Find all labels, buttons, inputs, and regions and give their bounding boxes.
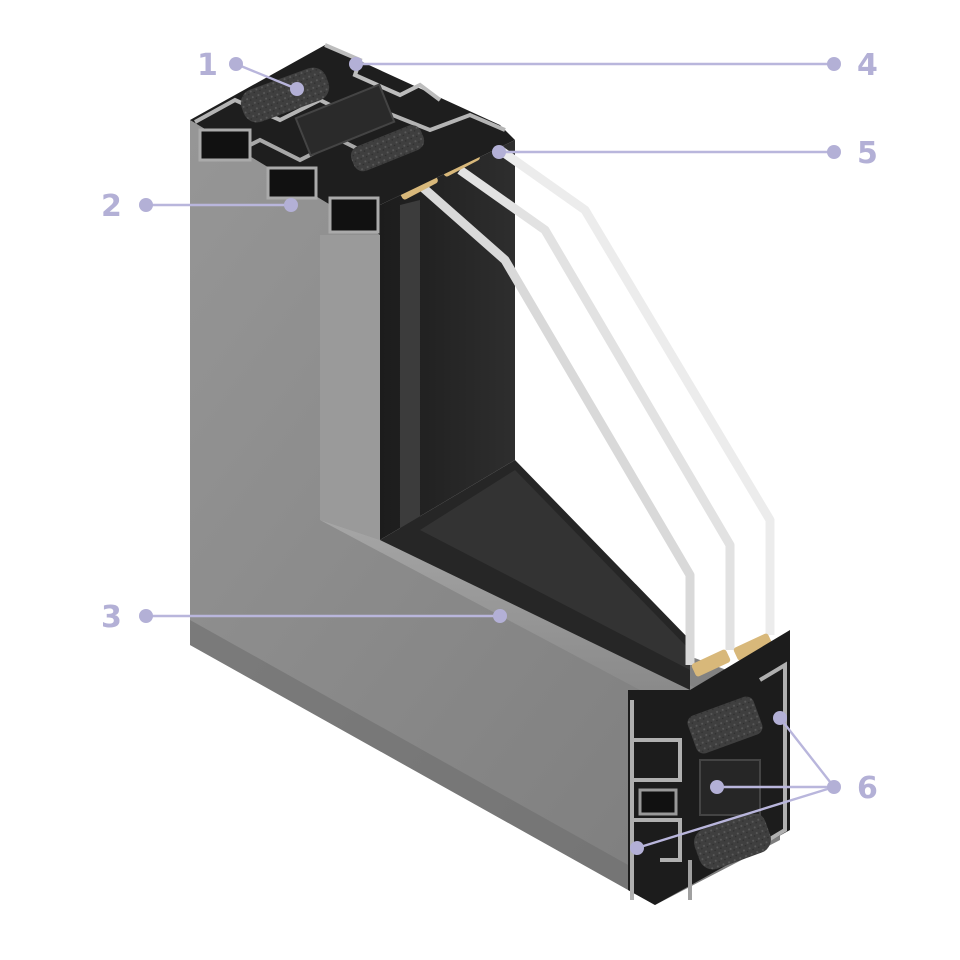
frame-sill-shadow — [190, 620, 655, 905]
callout-label-5: 5 — [857, 136, 878, 171]
dot-5-end — [827, 145, 841, 159]
bottom-chamber-walls-3 — [632, 818, 682, 862]
glass-pane-outer — [497, 146, 775, 635]
dot-5-start — [492, 145, 506, 159]
callout-labels: 1 2 3 4 5 6 — [101, 48, 878, 806]
dot-6-hub — [827, 780, 841, 794]
top-chamber-box-1 — [198, 128, 252, 162]
glazing-panes — [417, 146, 775, 665]
dot-6-a — [773, 711, 787, 725]
dot-2-end — [284, 198, 298, 212]
callout-label-1: 1 — [197, 48, 218, 83]
spacer-bottom-2 — [733, 633, 773, 661]
frame-reveal-jamb — [320, 235, 380, 540]
glass-pane-inner — [417, 181, 695, 665]
bottom-insulation-2 — [693, 812, 771, 870]
callout-label-3: 3 — [101, 600, 122, 635]
callout-label-6: 6 — [857, 771, 878, 806]
top-cross-section — [190, 43, 515, 235]
dot-3-end — [493, 609, 507, 623]
callout-label-2: 2 — [101, 189, 122, 224]
leader-6c — [636, 785, 835, 850]
dot-4-end — [827, 57, 841, 71]
sash-sill-lip — [420, 470, 690, 670]
top-insulation-2 — [350, 125, 425, 172]
sash-jamb-edge — [400, 200, 420, 540]
top-chamber-box-2 — [266, 166, 318, 200]
top-insulation-1 — [240, 67, 330, 123]
leader-1 — [235, 62, 298, 91]
spacer-bottom-1 — [691, 649, 731, 677]
dot-6-b — [710, 780, 724, 794]
top-thermal-break — [294, 83, 396, 157]
top-chamber-box-3 — [328, 196, 380, 234]
callout-label-4: 4 — [857, 48, 878, 83]
dot-2-start — [139, 198, 153, 212]
dot-6-c — [630, 841, 644, 855]
dot-4-start — [349, 57, 363, 71]
bottom-insulation-1 — [687, 696, 763, 754]
dot-3-start — [139, 609, 153, 623]
bottom-chamber-walls-2 — [632, 738, 682, 782]
glass-pane-middle — [457, 166, 735, 650]
bottom-chamber-box — [638, 788, 678, 816]
dot-1-end — [290, 82, 304, 96]
bottom-chamber-walls-4 — [758, 661, 787, 847]
callout-leaders — [139, 57, 841, 855]
leader-6a — [779, 717, 835, 788]
dot-1-start — [229, 57, 243, 71]
